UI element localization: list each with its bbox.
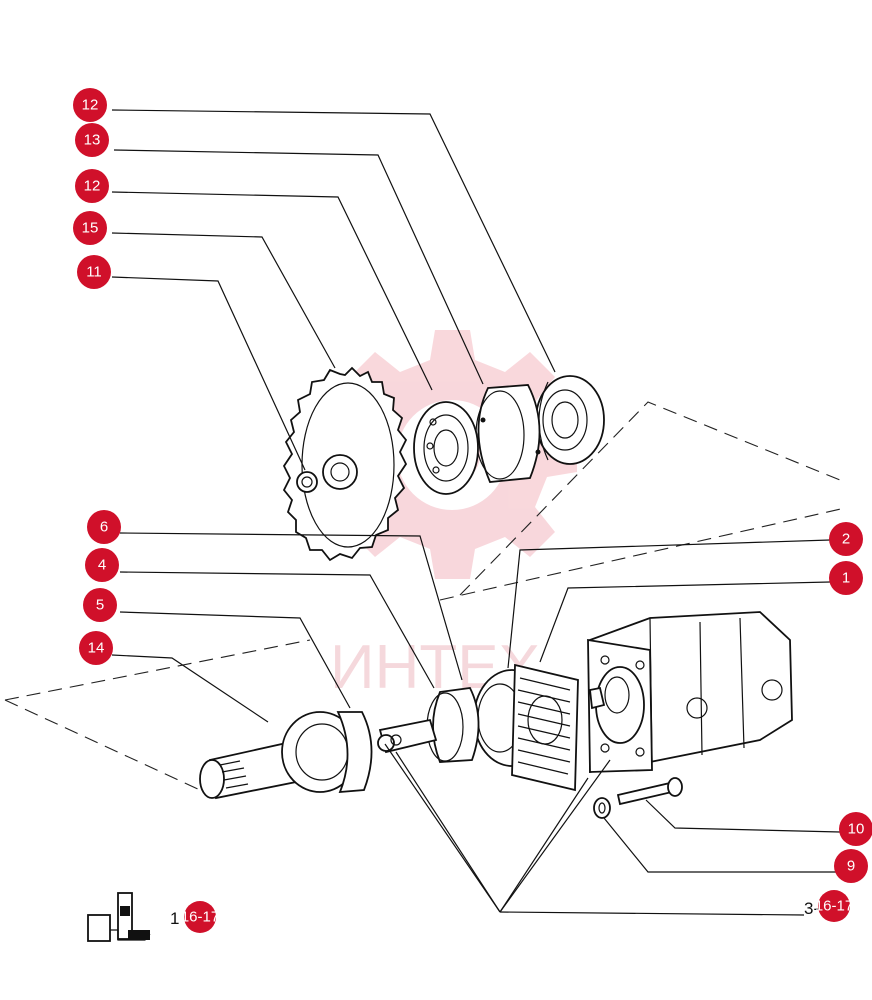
callout-12-second: 12 — [75, 169, 109, 203]
callout-13: 13 — [75, 123, 109, 157]
svg-text:9: 9 — [847, 858, 855, 875]
callout-4: 4 — [85, 548, 119, 582]
svg-text:4: 4 — [98, 557, 106, 574]
svg-text:12: 12 — [84, 178, 101, 195]
left-reference-badge: 16-17 — [181, 901, 219, 933]
bolt — [616, 777, 683, 806]
svg-text:6: 6 — [100, 519, 108, 536]
spur-gear — [282, 366, 408, 562]
callout-2: 2 — [829, 522, 863, 556]
leader-lines — [111, 109, 841, 916]
svg-text:11: 11 — [86, 264, 102, 281]
svg-text:1: 1 — [842, 570, 850, 587]
bearing-rear — [535, 375, 605, 465]
svg-text:15: 15 — [82, 220, 99, 237]
callout-9: 9 — [834, 849, 868, 883]
svg-text:5: 5 — [96, 597, 104, 614]
spacer-sleeve — [475, 384, 541, 483]
washer — [593, 797, 611, 819]
manual-reference-icon — [87, 892, 151, 942]
assembly-guide-lines — [4, 401, 846, 791]
hydraulic-pump — [587, 611, 793, 774]
callout-5: 5 — [83, 588, 117, 622]
left-reference-prefix: 1 — [170, 909, 179, 928]
drive-shaft — [199, 711, 373, 800]
callout-10: 10 — [839, 812, 872, 846]
right-reference-prefix: 3- — [804, 899, 819, 918]
callout-6: 6 — [87, 510, 121, 544]
callout-14: 14 — [79, 631, 113, 665]
callout-1: 1 — [829, 561, 863, 595]
svg-text:16-17: 16-17 — [815, 898, 853, 915]
gasket — [511, 663, 579, 792]
svg-text:16-17: 16-17 — [181, 909, 219, 926]
svg-text:10: 10 — [848, 821, 865, 838]
svg-text:13: 13 — [84, 132, 101, 149]
bearing-front — [413, 401, 479, 495]
right-reference-badge: 16-17 — [815, 890, 853, 922]
callout-12-top: 12 — [73, 88, 107, 122]
svg-text:14: 14 — [88, 640, 105, 657]
callout-11: 11 — [77, 255, 111, 289]
splined-pin — [377, 718, 438, 754]
callout-15: 15 — [73, 211, 107, 245]
svg-text:2: 2 — [842, 531, 850, 548]
svg-text:12: 12 — [82, 97, 99, 114]
